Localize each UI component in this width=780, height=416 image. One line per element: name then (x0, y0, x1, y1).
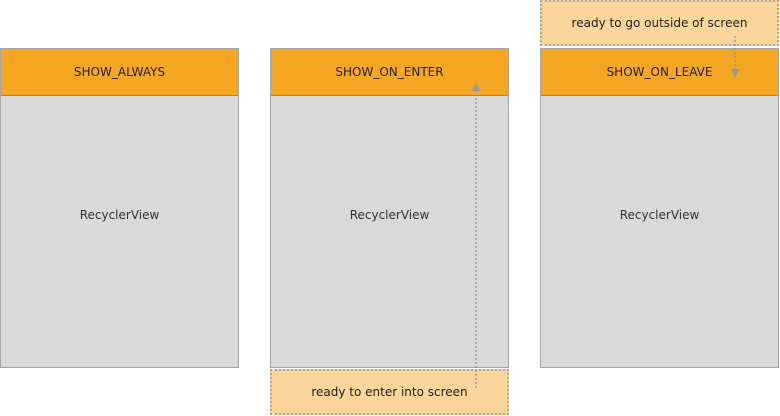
header-show-on-leave: SHOW_ON_LEAVE (541, 49, 778, 96)
recyclerview-label: RecyclerView (349, 207, 430, 222)
ghost-header-leave: ready to go outside of screen (540, 0, 779, 46)
panel-show-always: SHOW_ALWAYS RecyclerView (0, 48, 239, 368)
recyclerview-label: RecyclerView (619, 207, 700, 222)
header-show-on-enter: SHOW_ON_ENTER (271, 49, 508, 96)
panel-show-on-enter: SHOW_ON_ENTER RecyclerView (270, 48, 509, 368)
ghost-header-enter: ready to enter into screen (270, 369, 509, 415)
recyclerview-label: RecyclerView (79, 207, 160, 222)
header-show-always: SHOW_ALWAYS (1, 49, 238, 96)
panel-show-on-leave: SHOW_ON_LEAVE RecyclerView (540, 48, 779, 368)
